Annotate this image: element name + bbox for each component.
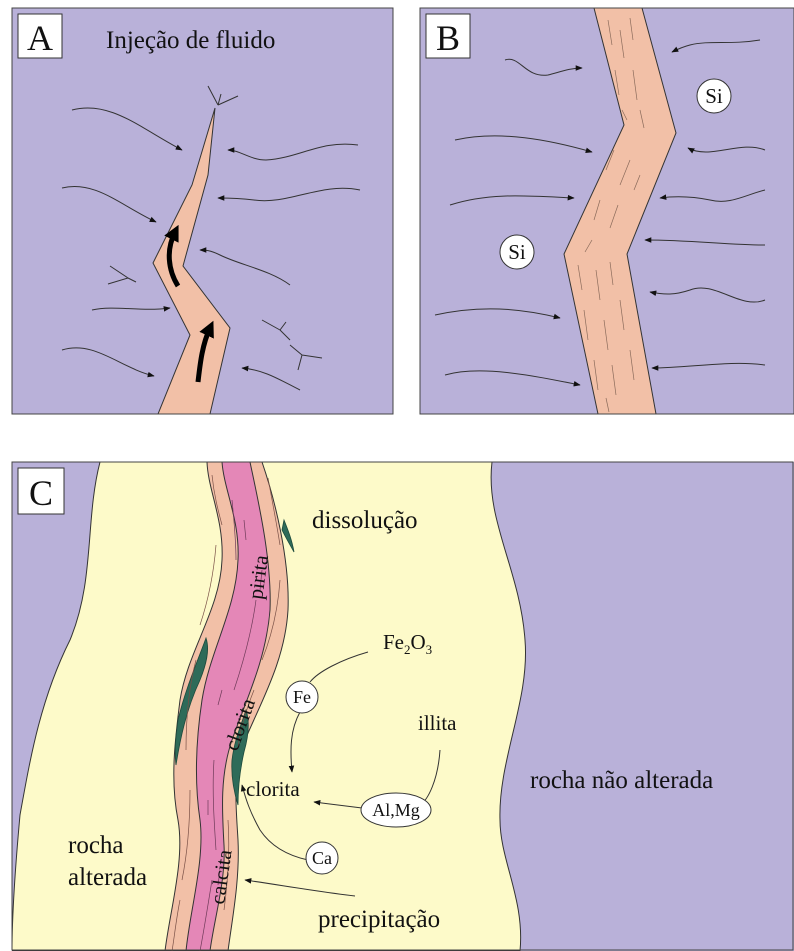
panel-b: Si Si B (420, 8, 794, 414)
svg-text:Si: Si (508, 240, 526, 264)
panel-a-title: Injeção de fluido (106, 27, 275, 54)
clorita-label: clorita (246, 777, 300, 801)
svg-text:Fe: Fe (293, 687, 311, 707)
svg-text:Al,Mg: Al,Mg (372, 800, 420, 820)
unaltered-rock-label: rocha não alterada (530, 767, 713, 794)
almg-ion: Al,Mg (361, 793, 431, 827)
precipitation-label: precipitação (318, 906, 440, 933)
illita-label: illita (418, 711, 457, 735)
panel-b-letter: B (436, 18, 460, 58)
si-ion-top: Si (697, 79, 731, 113)
altered-rock-label-2: alterada (68, 864, 147, 891)
dissolution-label: dissolução (312, 507, 418, 534)
altered-rock-label-1: rocha (68, 832, 124, 859)
panel-c: pirita clorita calcita Fe Al,Mg Ca Fe2O3 (12, 462, 794, 951)
si-ion-left: Si (500, 235, 534, 269)
fe-ion: Fe (286, 681, 318, 713)
panel-a-letter: A (27, 18, 53, 58)
ca-ion: Ca (306, 842, 338, 874)
panel-c-letter: C (29, 473, 53, 513)
panel-a: A Injeção de fluido (12, 8, 393, 414)
svg-text:Ca: Ca (312, 848, 332, 868)
svg-text:Si: Si (705, 84, 723, 108)
